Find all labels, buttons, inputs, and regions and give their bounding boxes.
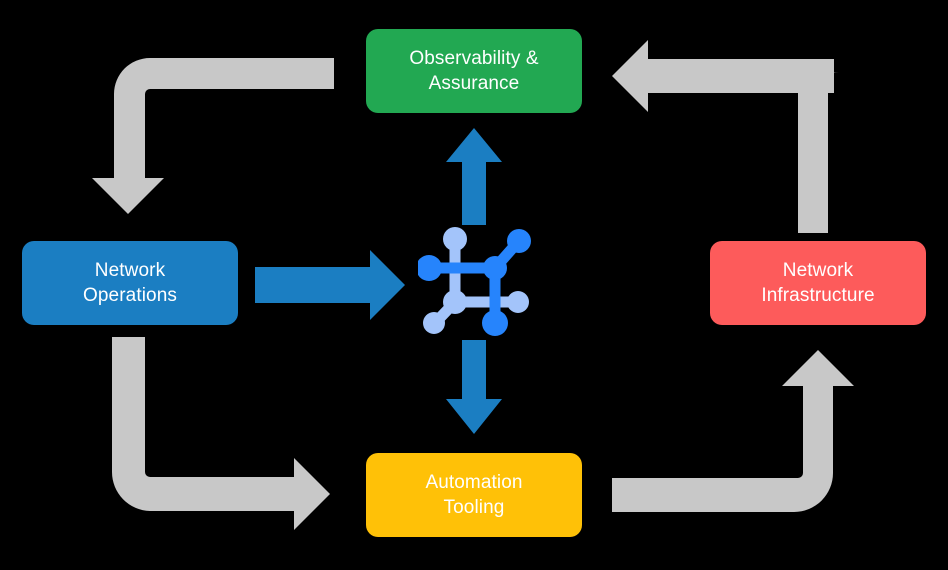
node-netinfra-line2: Infrastructure (761, 285, 875, 306)
node-observability-assurance[interactable]: Observability & Assurance (366, 29, 582, 113)
node-network-operations[interactable]: Network Operations (22, 241, 238, 325)
node-network-infrastructure[interactable]: Network Infrastructure (710, 241, 926, 325)
node-observability-line1: Observability & (409, 47, 539, 69)
network-topology-icon (416, 222, 536, 340)
topology-nodes-light (423, 227, 529, 334)
node-netops-line1: Network (94, 259, 166, 281)
connector-netinfra-to-observability-bar (612, 40, 834, 112)
connector-netinfra-corner-top-right (798, 59, 834, 233)
connector-netinfra-to-observability (798, 72, 839, 233)
arrow-center-to-automation (446, 340, 502, 434)
node-observability-line2: Assurance (428, 73, 520, 94)
arrow-netops-to-center (255, 250, 405, 320)
node-netinfra-line1: Network (782, 259, 854, 281)
topology-nodes-dark (416, 229, 531, 336)
connector-automation-to-netinfra (612, 350, 854, 512)
connector-observability-to-netops (92, 58, 334, 214)
node-automation-tooling[interactable]: Automation Tooling (366, 453, 582, 537)
node-netops-line2: Operations (83, 285, 177, 306)
connector-netops-to-automation (111, 337, 330, 530)
arrow-center-to-observability (446, 128, 502, 225)
node-automation-line1: Automation (425, 471, 523, 493)
node-automation-line2: Tooling (443, 497, 505, 518)
